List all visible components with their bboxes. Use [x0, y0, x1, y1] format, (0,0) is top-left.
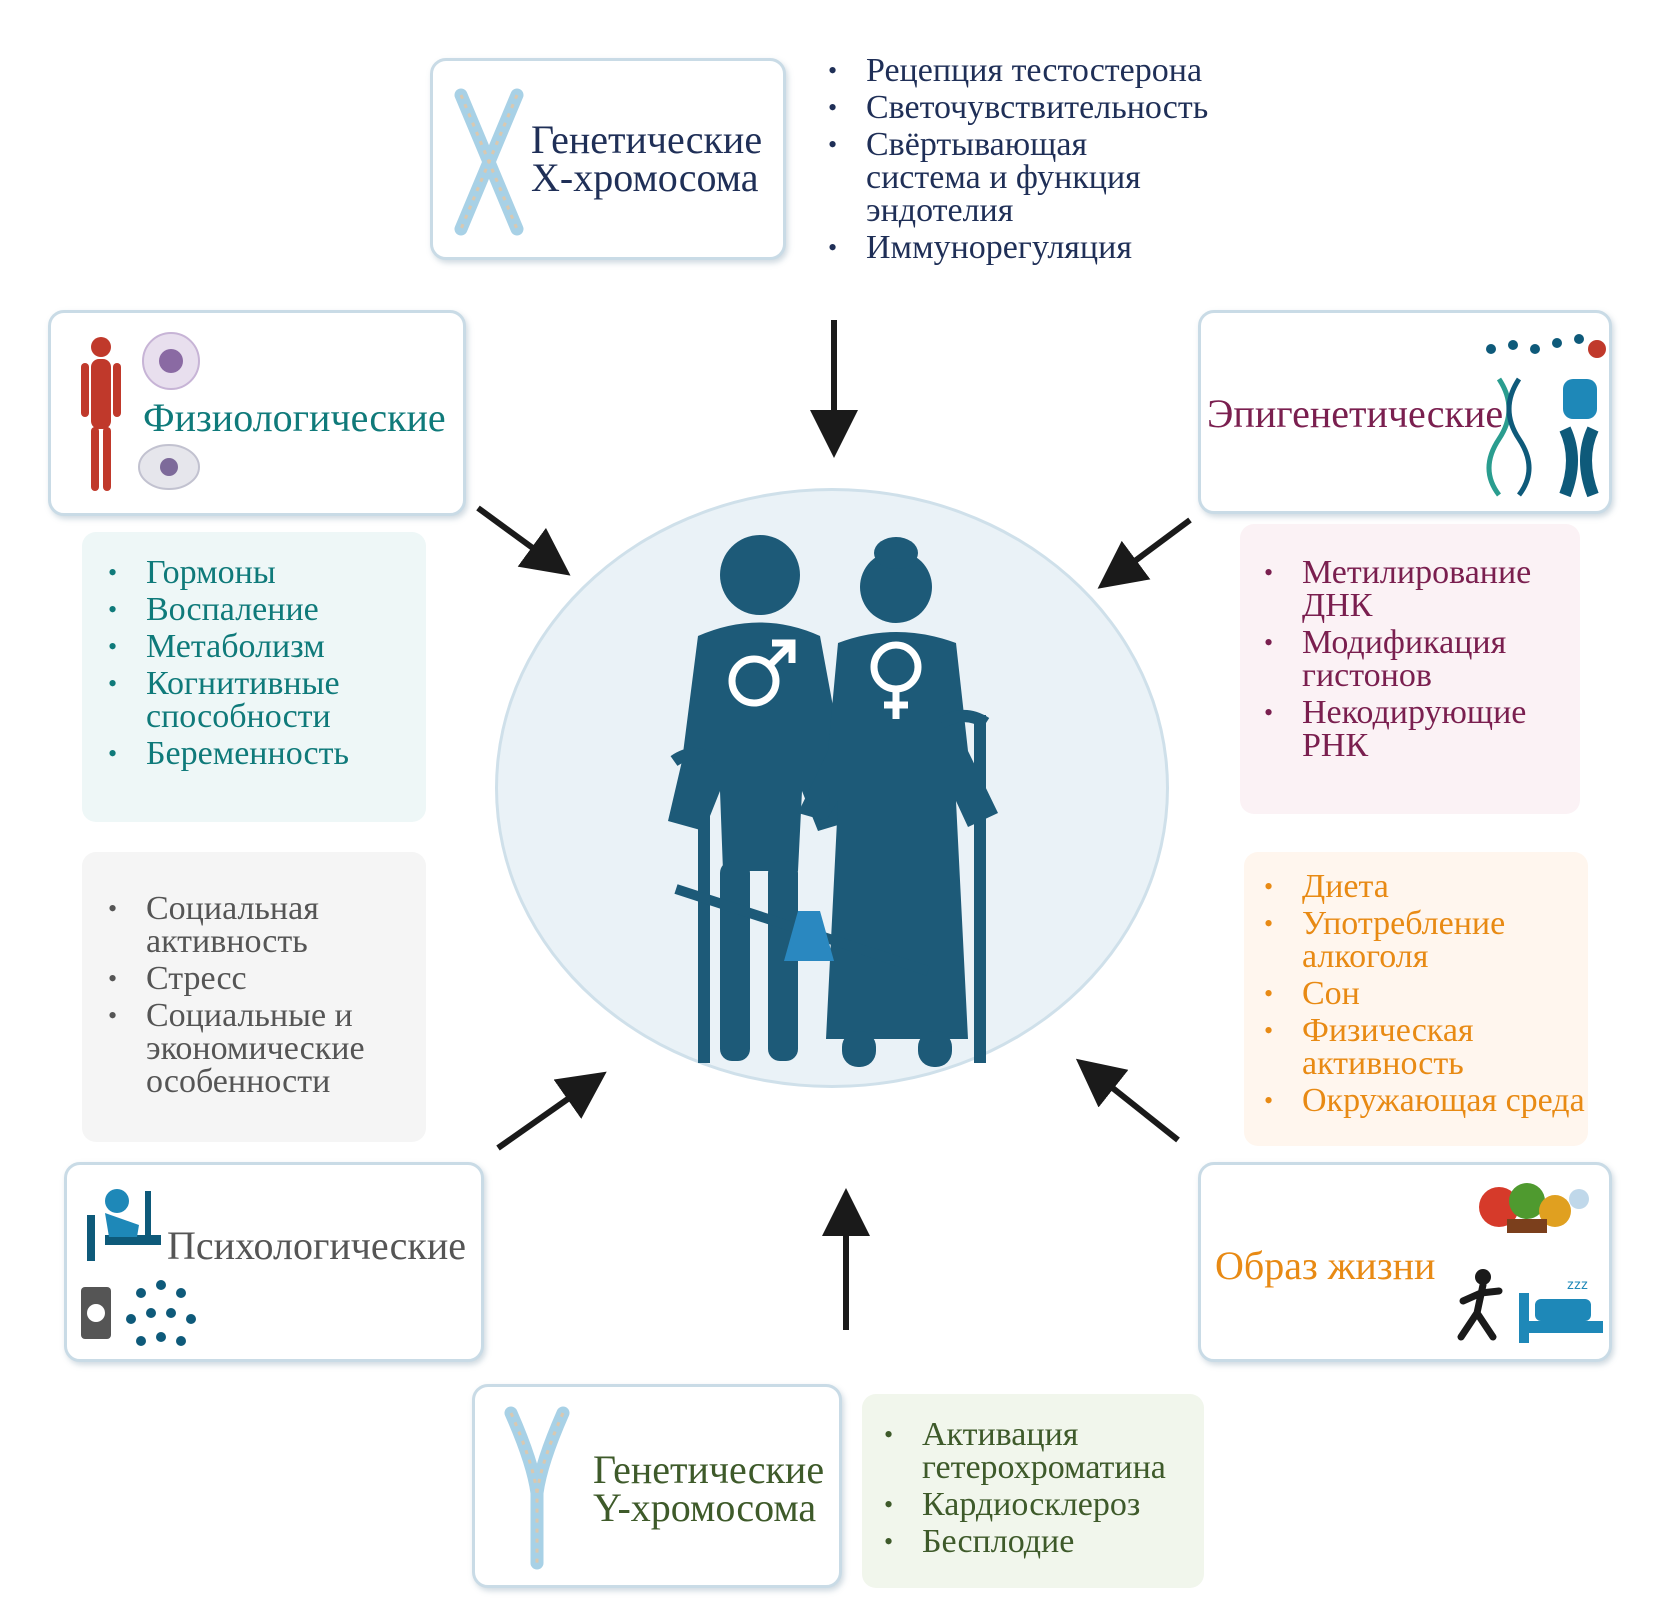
- list-item: Воспаление: [100, 593, 420, 627]
- list-item: Модификация гистонов: [1256, 626, 1542, 693]
- list-item: Стресс: [100, 962, 420, 996]
- epigenetic-box: Эпигенетические: [1198, 310, 1612, 514]
- genetic-x-title: Генетические Х-хромосома: [531, 117, 763, 200]
- center-circle: [495, 488, 1169, 1088]
- list-item: Метилирование ДНК: [1256, 556, 1562, 623]
- genetic-x-list: Рецепция тестостерона Светочувствительно…: [820, 54, 1240, 268]
- list-item: Рецепция тестостерона: [820, 54, 1240, 88]
- zzz-icon: zzz: [1567, 1276, 1588, 1292]
- genetic-y-title-line1: Генетические: [593, 1447, 825, 1492]
- balance-seesaw-icon: [674, 884, 930, 976]
- stress-society-icon: [81, 1189, 196, 1346]
- list-item: Светочувствительность: [820, 91, 1240, 125]
- arrow-physiological: [476, 505, 571, 576]
- physiological-box: Физиологические: [48, 310, 466, 516]
- arrow-epigenetic: [1097, 517, 1192, 589]
- lifestyle-box: Образ жизни zzz: [1198, 1162, 1612, 1362]
- list-item: Беременность: [100, 737, 420, 771]
- lifestyle-list: Диета Употребление алкоголя Сон Физическ…: [1256, 870, 1616, 1121]
- arrow-lifestyle: [1075, 1058, 1180, 1143]
- epigenetic-title: Эпигенетические: [1207, 391, 1504, 436]
- psychological-list: Социальная активность Стресс Социальные …: [100, 892, 420, 1102]
- male-symbol-icon: [728, 639, 796, 707]
- arrow-psychological: [496, 1071, 607, 1151]
- psychological-title: Психологические: [167, 1223, 466, 1268]
- list-item: Гормоны: [100, 556, 420, 590]
- physiological-list: Гормоны Воспаление Метаболизм Когнитивны…: [100, 556, 420, 774]
- list-item: Когнитивные способности: [100, 667, 376, 734]
- list-item: Окружающая среда: [1256, 1084, 1616, 1118]
- elderly-couple-icon: [668, 535, 998, 1067]
- y-chromosome-icon: [504, 1406, 570, 1570]
- lifestyle-title: Образ жизни: [1215, 1243, 1436, 1288]
- list-item: Метаболизм: [100, 630, 420, 664]
- genetic-y-title: Генетические Y-хромосома: [593, 1447, 825, 1530]
- dna-chromatin-icon: [1486, 334, 1606, 498]
- physiological-title: Физиологические: [143, 395, 446, 440]
- list-item: Иммунорегуляция: [820, 231, 1240, 265]
- genetic-x-title-line1: Генетические: [531, 117, 763, 162]
- psychological-box: Психологические: [64, 1162, 484, 1362]
- genetic-y-list: Активация гетерохроматина Кардиосклероз …: [876, 1418, 1196, 1562]
- list-item: Сон: [1256, 977, 1616, 1011]
- list-item: Активация гетерохроматина: [876, 1418, 1192, 1485]
- list-item: Физическая активность: [1256, 1014, 1532, 1081]
- list-item: Социальная активность: [100, 892, 366, 959]
- epigenetic-list: Метилирование ДНК Модификация гистонов Н…: [1256, 556, 1576, 766]
- list-item: Социальные и экономические особенности: [100, 999, 406, 1099]
- list-item: Диета: [1256, 870, 1616, 904]
- list-item: Некодирующие РНК: [1256, 696, 1562, 763]
- female-symbol-icon: [870, 641, 922, 719]
- genetic-y-box: Генетические Y-хромосома: [472, 1384, 842, 1588]
- human-body-cells-icon: [81, 332, 200, 491]
- list-item: Свёртывающая система и функция эндотелия: [820, 128, 1206, 228]
- list-item: Употребление алкоголя: [1256, 907, 1542, 974]
- list-item: Бесплодие: [876, 1525, 1196, 1559]
- x-chromosome-icon: [454, 88, 524, 236]
- genetic-x-box: Генетические Х-хромосома: [430, 58, 786, 260]
- food-running-sleep-icon: zzz: [1457, 1183, 1603, 1343]
- list-item: Кардиосклероз: [876, 1488, 1196, 1522]
- genetic-x-title-line2: Х-хромосома: [531, 155, 759, 200]
- genetic-y-title-line2: Y-хромосома: [593, 1485, 817, 1530]
